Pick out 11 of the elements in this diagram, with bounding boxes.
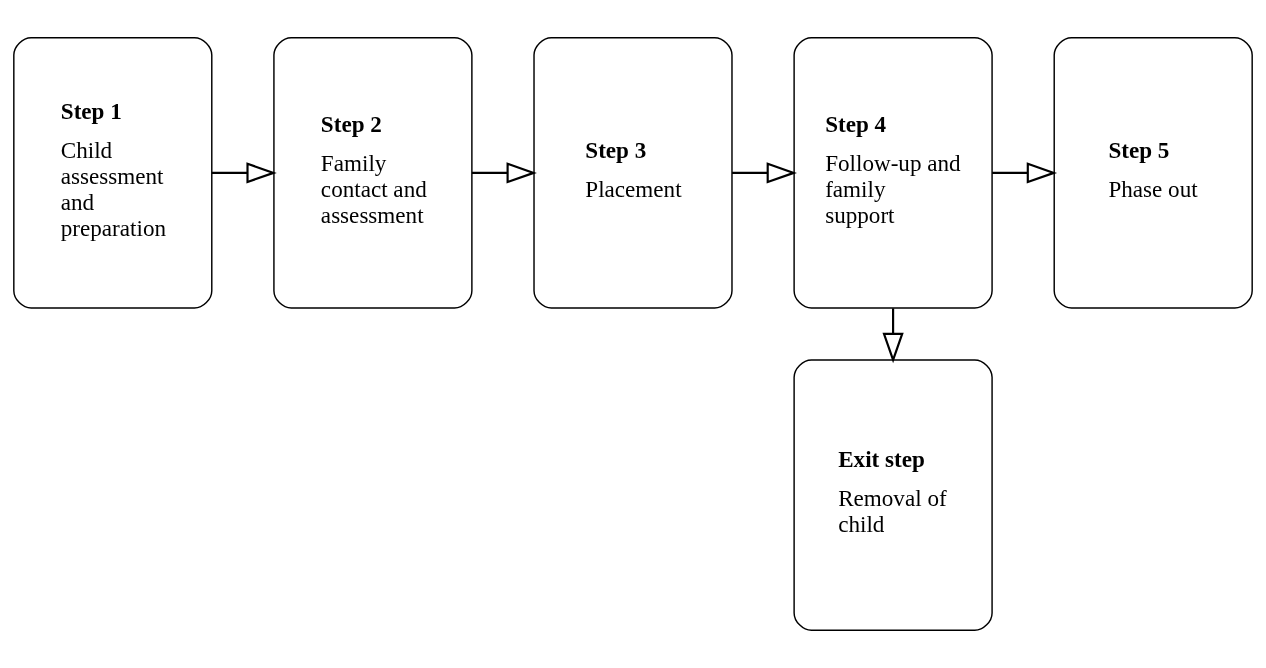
node-box: Exit step Removal of child (793, 359, 993, 631)
arrow (471, 162, 537, 184)
arrow (732, 162, 797, 184)
arrow (882, 308, 904, 364)
node-box: Step 5 Phase out (1053, 37, 1253, 309)
arrow (992, 162, 1058, 184)
arrow (211, 162, 277, 184)
node-box: Step 4 Follow-up and family support (793, 37, 993, 309)
node-box: Step 3 Placement (533, 37, 733, 309)
node-box: Step 2 Family contact and assessment (273, 37, 473, 309)
node-box: Step 1 Child assessment and preparation (13, 37, 213, 309)
